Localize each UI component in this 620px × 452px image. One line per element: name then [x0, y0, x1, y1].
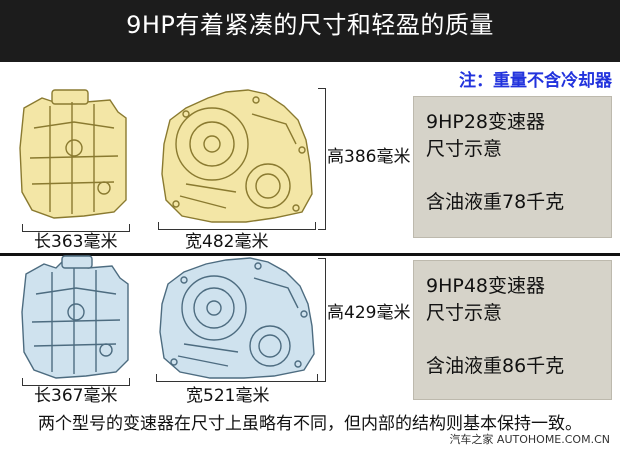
model-subtitle-top: 尺寸示意: [426, 138, 503, 160]
width-bracket-bottom: [156, 374, 318, 382]
front-view-image-bottom: [159, 257, 315, 379]
height-label-top: 高386毫米: [327, 147, 411, 167]
info-box-bottom: 9HP48变速器 尺寸示意 含油液重86千克: [413, 260, 612, 400]
width-bracket-top: [158, 222, 316, 230]
height-label-bottom: 高429毫米: [327, 303, 411, 323]
side-view-image-top: [19, 89, 127, 219]
height-bracket-top: [318, 88, 326, 230]
model-weight-top: 含油液重78千克: [426, 191, 565, 213]
watermark: 汽车之家 AUTOHOME.COM.CN: [449, 433, 610, 446]
model-name-bottom: 9HP48变速器: [426, 275, 546, 297]
page-title: 9HP有着紧凑的尺寸和轻盈的质量: [126, 11, 494, 39]
length-label-bottom: 长367毫米: [34, 386, 118, 406]
model-subtitle-bottom: 尺寸示意: [426, 302, 503, 324]
section-divider: [0, 253, 620, 256]
length-bracket-top: [22, 224, 130, 232]
model-weight-bottom: 含油液重86千克: [426, 355, 565, 377]
height-bracket-bottom: [318, 258, 326, 382]
model-name-top: 9HP28变速器: [426, 111, 546, 133]
side-view-image-bottom: [21, 255, 129, 379]
footer-caption: 两个型号的变速器在尺寸上虽略有不同，但内部的结构则基本保持一致。: [38, 414, 582, 434]
weight-note: 注：重量不含冷却器: [459, 71, 612, 91]
length-bracket-bottom: [22, 378, 130, 386]
info-box-top: 9HP28变速器 尺寸示意 含油液重78千克: [413, 96, 612, 238]
width-label-top: 宽482毫米: [185, 232, 269, 252]
title-bar: 9HP有着紧凑的尺寸和轻盈的质量: [0, 0, 620, 62]
front-view-image-top: [161, 89, 313, 223]
length-label-top: 长363毫米: [34, 232, 118, 252]
width-label-bottom: 宽521毫米: [186, 386, 270, 406]
